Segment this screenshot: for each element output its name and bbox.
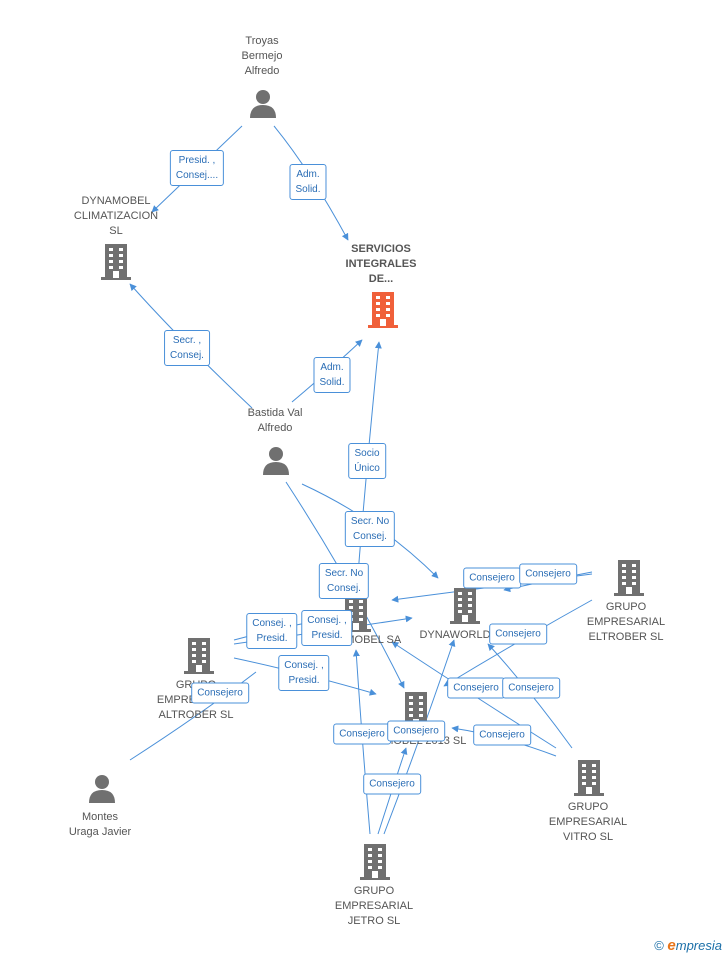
relation-tag[interactable]: Socio Único <box>348 443 386 479</box>
relation-tag[interactable]: Secr. No Consej. <box>318 563 370 599</box>
relation-tag[interactable]: Presid. , Consej.... <box>169 150 225 186</box>
relation-tag[interactable]: Consejero <box>363 773 421 795</box>
building-icon <box>368 292 398 328</box>
relation-tag[interactable]: Consej. , Presid. <box>278 655 330 691</box>
relation-tag[interactable]: Consejero <box>473 724 531 746</box>
building-icon <box>101 244 131 280</box>
building-icon <box>450 588 480 624</box>
building-icon <box>360 844 390 880</box>
relation-tag[interactable]: Secr. No Consej. <box>344 511 396 547</box>
node-label-vitro[interactable]: GRUPO EMPRESARIAL VITRO SL <box>548 801 628 843</box>
relation-tag[interactable]: Consejero <box>387 720 445 742</box>
person-icon <box>263 447 289 475</box>
building-icon <box>614 560 644 596</box>
brand-name: mpresia <box>675 938 722 953</box>
relation-tag[interactable]: Consejero <box>489 623 547 645</box>
node-label-troyas[interactable]: Troyas Bermejo Alfredo <box>241 35 283 77</box>
brand-initial: e <box>667 937 676 954</box>
node-label-eltrober[interactable]: GRUPO EMPRESARIAL ELTROBER SL <box>586 601 666 643</box>
person-icon <box>89 775 115 803</box>
empresia-logo[interactable]: © empresia <box>654 937 722 954</box>
copyright-icon: © <box>654 938 664 953</box>
relation-tag[interactable]: Secr. , Consej. <box>164 330 210 366</box>
building-icon <box>574 760 604 796</box>
relation-tag[interactable]: Consejero <box>191 682 249 704</box>
edge-montes-altrober <box>129 671 257 761</box>
relation-tag[interactable]: Consejero <box>502 677 560 699</box>
relation-tag[interactable]: Consejero <box>447 677 505 699</box>
node-label-bastida[interactable]: Bastida Val Alfredo <box>247 407 303 434</box>
relation-tag[interactable]: Adm. Solid. <box>313 357 351 393</box>
building-icon <box>184 638 214 674</box>
relation-tag[interactable]: Consejero <box>519 563 577 585</box>
relation-tag[interactable]: Consej. , Presid. <box>301 610 353 646</box>
node-label-montes[interactable]: Montes Uraga Javier <box>68 811 132 838</box>
relation-tag[interactable]: Consejero <box>333 723 391 745</box>
node-label-servicios-integrales[interactable]: SERVICIOS INTEGRALES DE... <box>345 243 417 285</box>
relation-tag[interactable]: Consej. , Presid. <box>246 613 298 649</box>
node-label-dynamobel-climatizacion[interactable]: DYNAMOBEL CLIMATIZACION SL <box>73 195 159 237</box>
relation-tag[interactable]: Consejero <box>463 567 521 589</box>
node-label-jetro[interactable]: GRUPO EMPRESARIAL JETRO SL <box>334 885 414 927</box>
person-icon <box>250 90 276 118</box>
relation-tag[interactable]: Adm. Solid. <box>289 164 327 200</box>
node-label-dynaworld[interactable]: DYNAWORLD <box>419 629 491 641</box>
